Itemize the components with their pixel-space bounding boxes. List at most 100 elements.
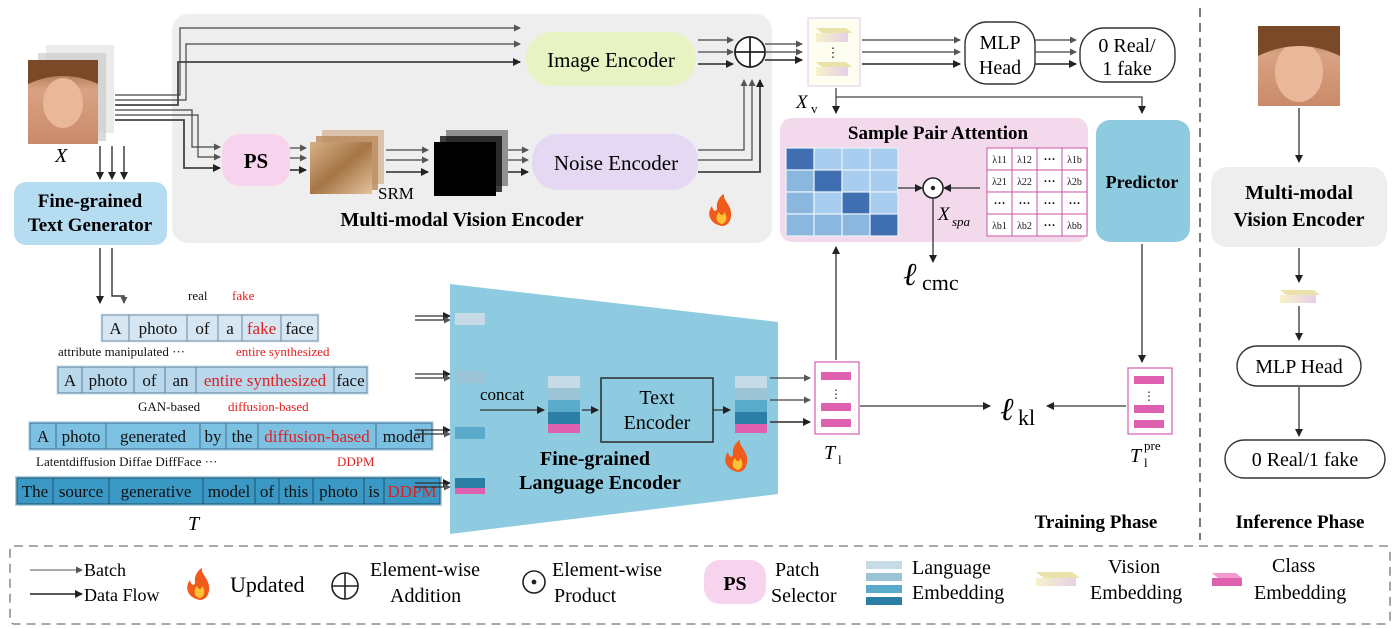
image-encoder [526,32,696,86]
xv-sub: v [811,101,818,116]
class-embedding-stack-tlpre: ⋮ [1127,367,1173,435]
lambda-value: λb1 [992,221,1007,232]
vision-embedding-stack: ⋮ [807,17,861,87]
token-text: A [109,319,122,338]
token-cell [383,477,441,505]
lambda-value: λ1b [1067,155,1082,166]
legend-patch-2: Selector [771,585,837,607]
token-text: entire synthesized [204,371,327,390]
noise-encoder [532,134,698,190]
lambda-value: λbb [1067,221,1082,232]
training-phase-label: Training Phase [1035,512,1158,533]
token-text: of [142,371,157,390]
annotation-red: fake [232,288,255,303]
token-text: The [22,482,48,501]
language-encoder-title-2: Language Encoder [519,472,681,494]
legend-ps-label: PS [723,573,746,595]
heatmap-cell [785,147,815,171]
legend-class-embedding-icon [1212,573,1242,586]
legend-language-embedding-icon [866,561,902,605]
patch-selector [222,134,290,186]
legend-class-2: Embedding [1254,582,1346,604]
noise-residuals [434,130,508,196]
token-cell [108,477,204,505]
token-text: face [285,319,313,338]
inference-vision-encoder [1211,167,1387,247]
lambda-value: ··· [1043,174,1055,188]
svg-text:⋮: ⋮ [827,45,840,60]
legend-data-flow: Data Flow [84,585,160,605]
lambda-value: λ22 [1017,177,1032,188]
inference-output-label: 0 Real/1 fake [1252,449,1359,471]
tl-label: T [824,442,837,464]
inference-mlp-label: MLP Head [1255,356,1343,378]
heatmap-cell [813,191,843,215]
token-text: an [172,371,189,390]
token-cell [202,477,256,505]
legend-ps-box [704,560,766,604]
legend-batch: Batch [84,560,126,580]
element-wise-addition-icon [734,36,766,68]
token-text: photo [62,427,101,446]
patch-selector-label: PS [244,149,269,173]
vision-encoder-title: Multi-modal Vision Encoder [340,209,583,231]
token-cell [133,366,166,394]
token-cell [312,477,365,505]
legend-box [9,545,1391,625]
tlpre-label: T [1130,445,1143,467]
t-label: T [188,513,201,535]
lambda-value: ··· [1043,152,1055,166]
srm-label: SRM [378,184,414,203]
legend-class-1: Class [1272,555,1316,577]
updated-flame-icon [709,194,732,226]
lambda-value: λ2b [1067,177,1082,188]
annotation-black: real [188,288,208,303]
lambda-value: λ21 [992,177,1007,188]
token-text: photo [89,371,128,390]
xspa-sub: spa [952,214,971,229]
token-cell [280,314,319,342]
lambda-value: ··· [1043,196,1055,210]
legend-vision-1: Vision [1108,556,1160,578]
predictor [1096,120,1190,242]
token-cell [375,422,433,450]
annotation-black: Latentdiffusion Diffae DiffFace ··· [36,454,218,469]
annotation-red: entire synthesized [236,344,330,359]
inference-encoder-line1: Multi-modal [1245,182,1353,204]
heatmap-cell [841,213,871,237]
train-output-line1: 0 Real/ [1098,35,1156,57]
token-text: of [195,319,210,338]
svg-text:⋮: ⋮ [830,387,842,401]
legend-addition-icon [331,572,359,600]
lambda-cell [1061,213,1088,237]
token-text: by [205,427,223,446]
heatmap-cell [841,191,871,215]
text-generator-box [14,182,167,245]
token-text: of [260,482,275,501]
token-text: this [284,482,309,501]
lambda-value: λ12 [1017,155,1032,166]
legend-vision-2: Embedding [1090,582,1182,604]
annotation-red: diffusion-based [228,399,309,414]
encoded-embedding-stack [735,376,767,433]
heatmap-cell [785,191,815,215]
legend-updated: Updated [230,572,305,597]
heatmap-cell [813,169,843,193]
text-encoder-line2: Encoder [624,412,691,434]
loss-kl: ℓ [1000,391,1014,427]
heatmap-cell [869,213,899,237]
heatmap-cell [841,147,871,171]
text-generator-label-2: Text Generator [28,215,153,236]
legend-product-icon [522,570,546,594]
updated-flame-icon-2 [725,440,748,472]
attention-heatmap [785,147,899,237]
annotation-red: DDPM [337,454,375,469]
inference-mlp-head [1236,345,1362,387]
token-text: A [64,371,77,390]
xspa-label: X [937,204,951,225]
inference-face-image [1258,26,1340,106]
legend-product-2: Product [554,585,617,607]
